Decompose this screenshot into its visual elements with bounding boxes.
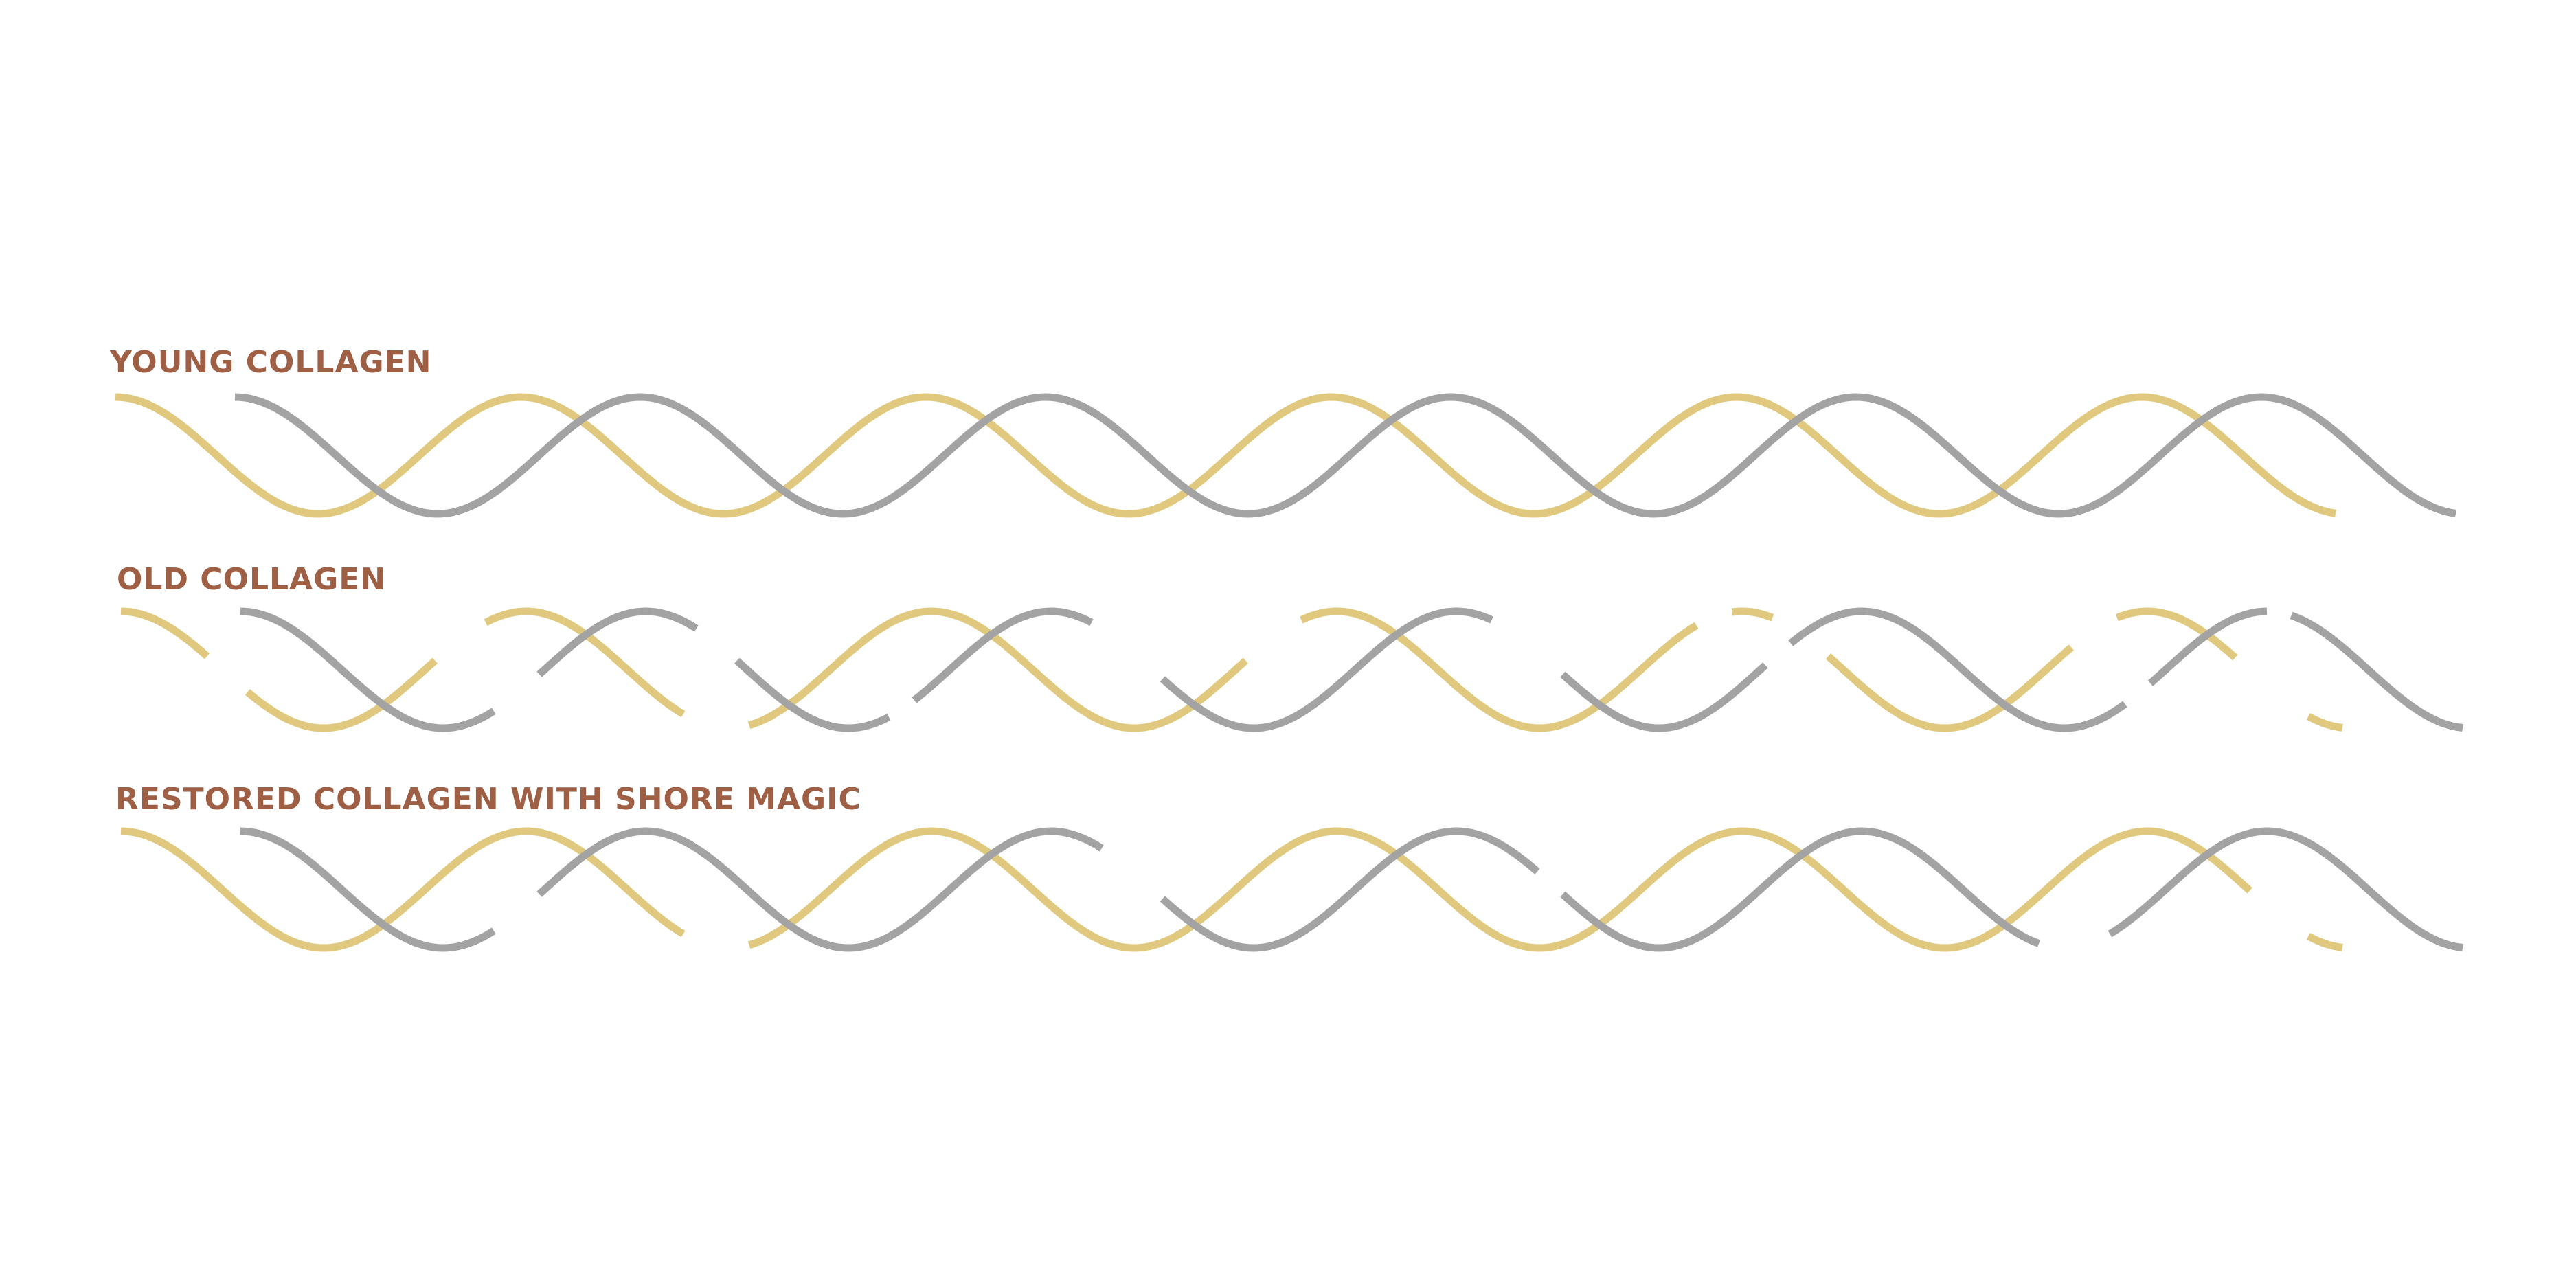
row-label-old: OLD COLLAGEN — [117, 562, 386, 597]
row-label-young: YOUNG COLLAGEN — [109, 345, 432, 380]
row-label-restored: RESTORED COLLAGEN WITH SHORE MAGIC — [115, 782, 861, 817]
strand-young-gray — [234, 393, 2456, 518]
row-old-collagen: OLD COLLAGEN — [117, 562, 2463, 732]
row-young-collagen: YOUNG COLLAGEN — [109, 345, 2456, 518]
strand-old-gray — [240, 607, 2463, 732]
strand-young-gold — [115, 393, 2336, 518]
row-restored-collagen: RESTORED COLLAGEN WITH SHORE MAGIC — [115, 782, 2463, 952]
strand-restored-gray — [240, 827, 2463, 952]
